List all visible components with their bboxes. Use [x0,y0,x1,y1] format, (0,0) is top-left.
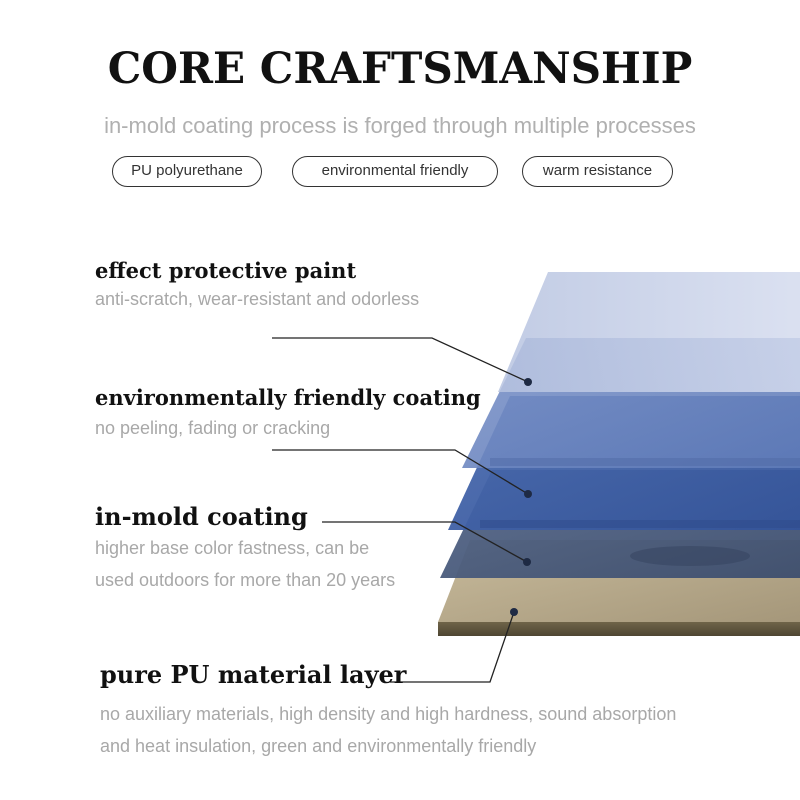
layer-desc-pu-material-line-2: and heat insulation, green and environme… [100,736,537,756]
layer-heading-in-mold-coating: in-mold coating [95,502,308,531]
marker-dot-1 [524,378,532,386]
layer-desc-in-mold-coating-line-2: used outdoors for more than 20 years [95,570,396,590]
page-title: CORE CRAFTSMANSHIP [107,44,693,94]
leader-line-1 [272,337,529,383]
marker-dot-4 [510,608,518,616]
layer-desc-friendly-coating: no peeling, fading or cracking [95,418,331,438]
protective-paint-layer [498,272,800,392]
layer-heading-pu-material: pure PU material layer [100,660,407,689]
tag-pu-polyurethane: PU polyurethane [112,156,262,187]
layer-desc-pu-material-line-1: no auxiliary materials, high density and… [100,704,677,724]
marker-dot-2 [524,490,532,498]
layer-desc-protective-paint: anti-scratch, wear-resistant and odorles… [95,289,420,309]
layer-heading-friendly-coating: environmentally friendly coating [95,385,481,410]
layer-desc-in-mold-coating-line-1: higher base color fastness, can be [95,538,370,558]
leader-line-3 [322,521,528,563]
page-subtitle: in-mold coating process is forged throug… [104,113,696,138]
marker-dot-3 [523,558,531,566]
tag-warm-resistance: warm resistance [522,156,673,187]
leader-line-4 [390,611,515,683]
leader-line-2 [272,449,529,495]
layer-heading-protective-paint: effect protective paint [95,258,357,283]
tag-environmental-friendly: environmental friendly [292,156,498,187]
